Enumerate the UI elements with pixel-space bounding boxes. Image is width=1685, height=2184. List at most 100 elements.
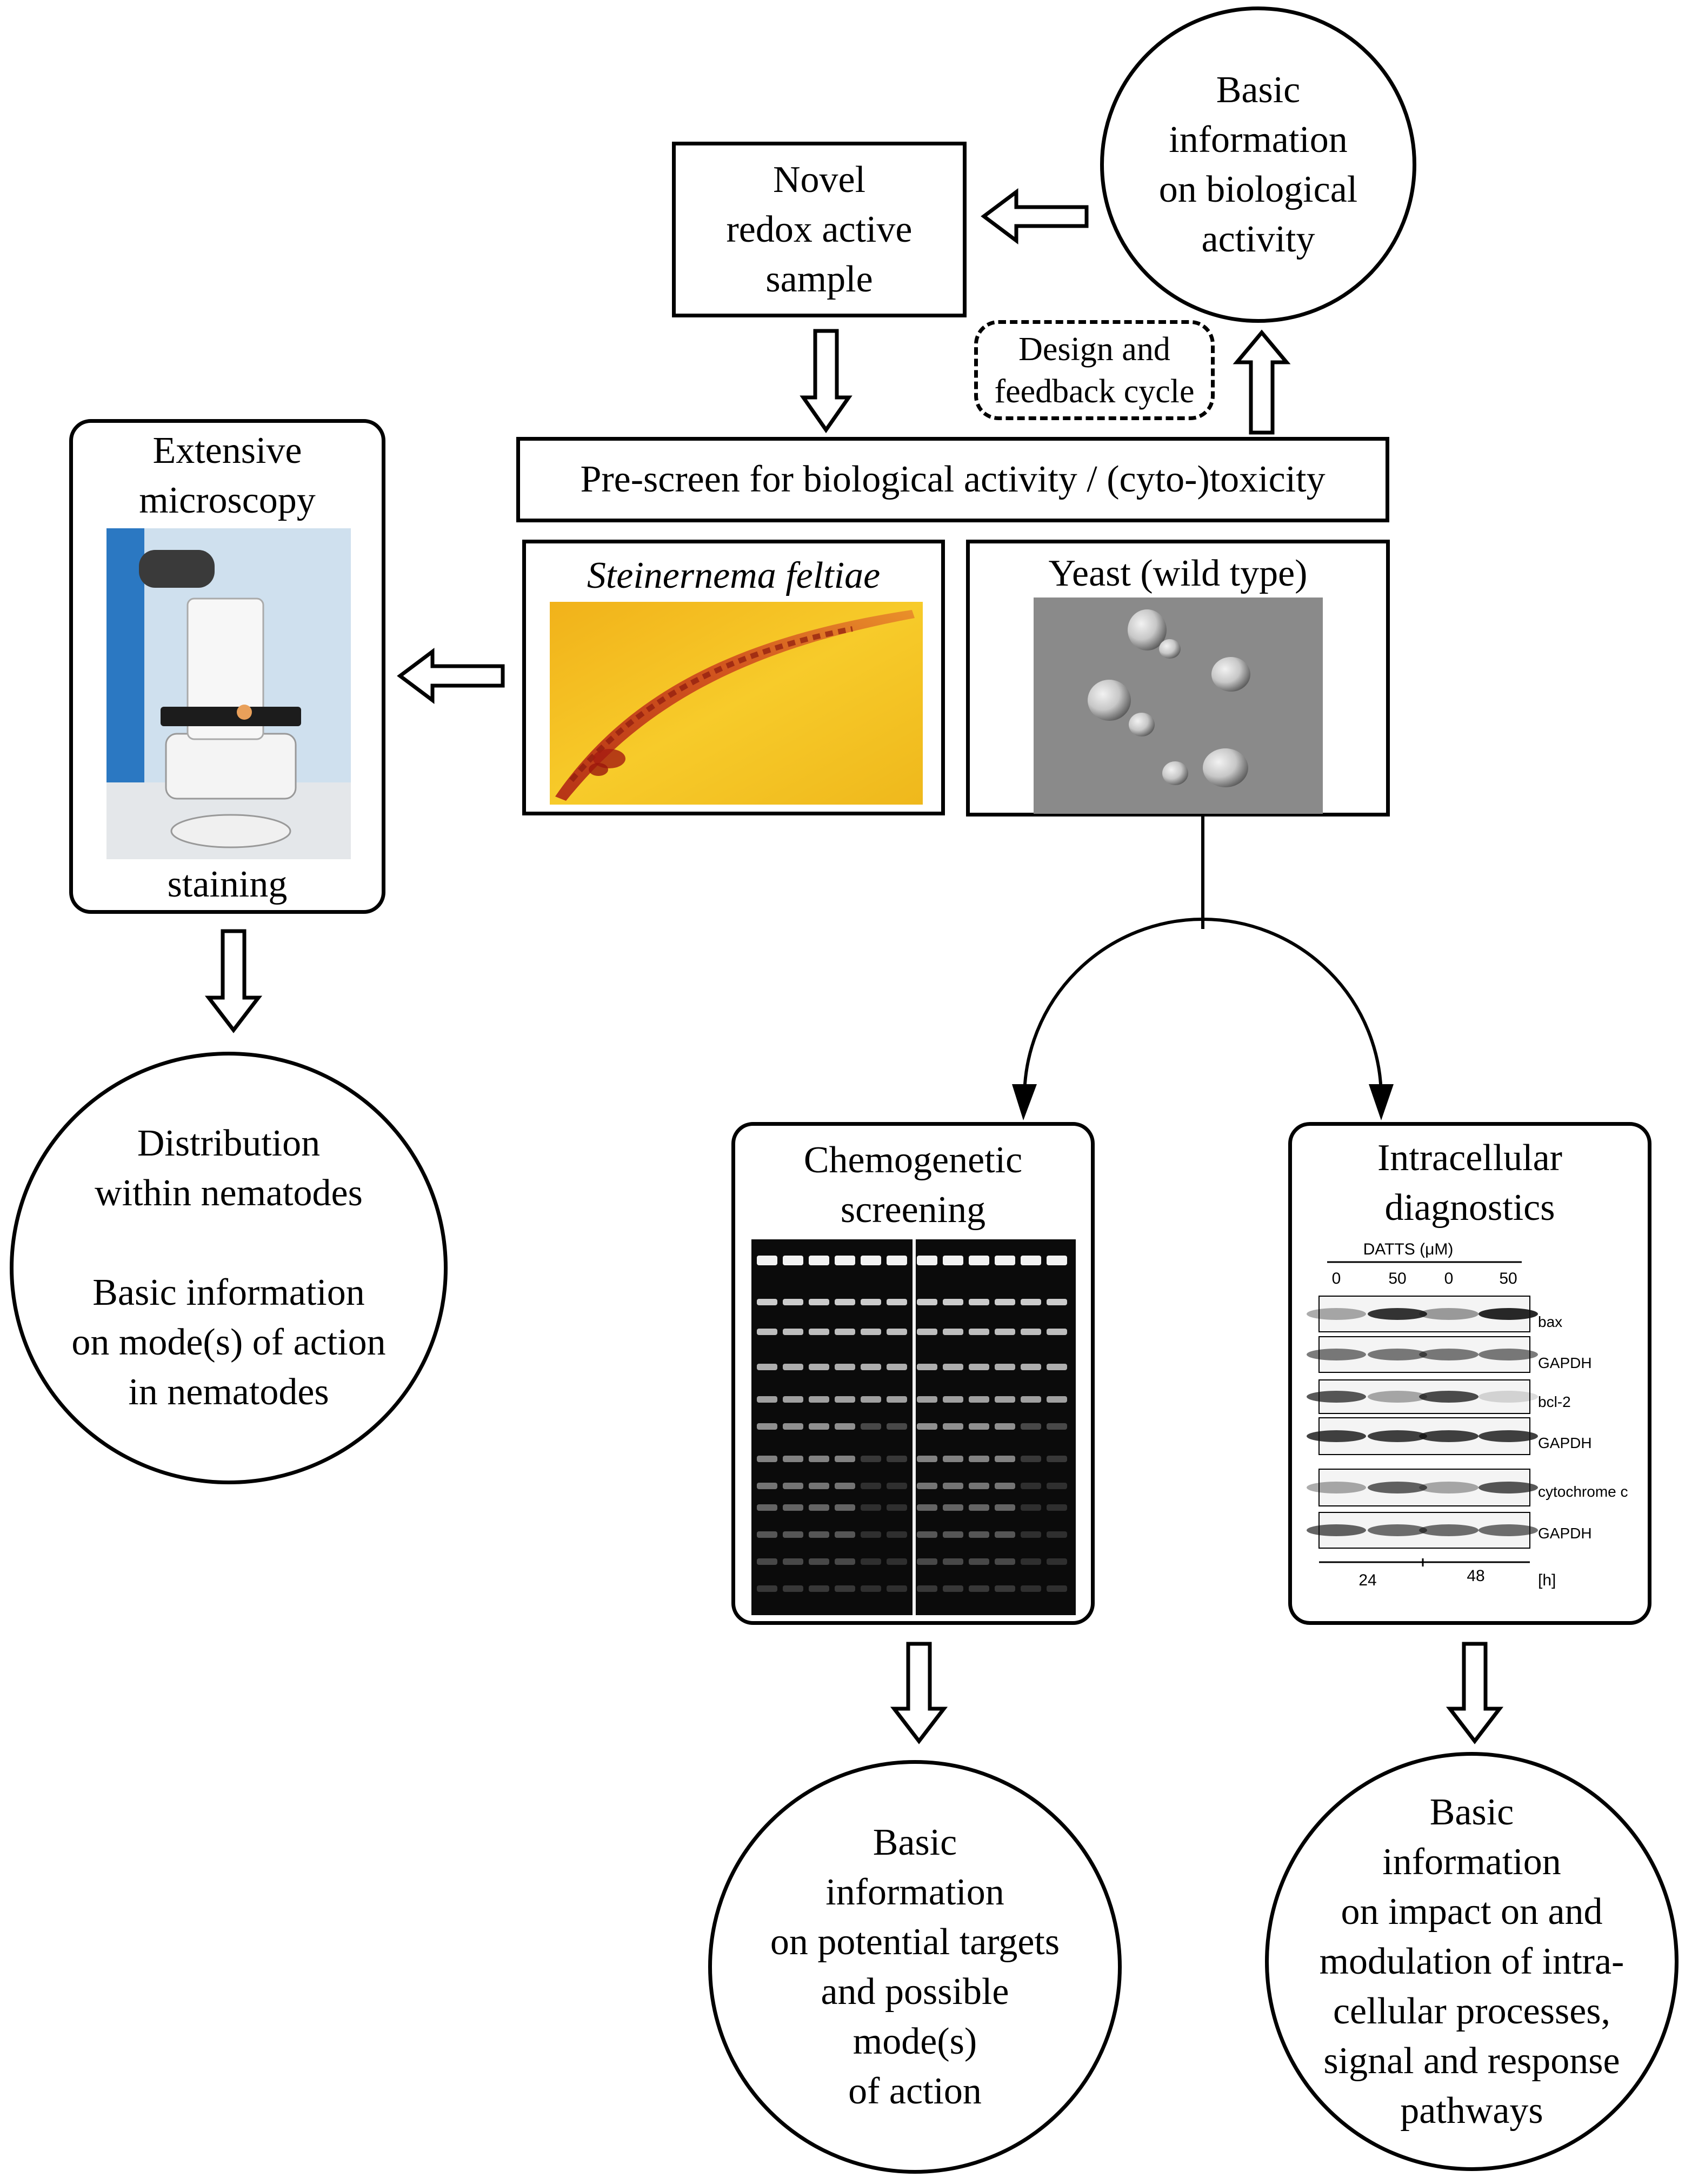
circle-line: and possible (821, 1970, 1009, 2013)
wb-band-label: GAPDH (1538, 1525, 1592, 1542)
wb-band (1478, 1349, 1538, 1360)
gel-band (861, 1531, 881, 1538)
basic-info-biological-activity-circle: Basic information on biological activity (1100, 6, 1416, 323)
gel-band (783, 1456, 803, 1462)
gel-band (809, 1585, 829, 1592)
gel-band (809, 1256, 829, 1265)
gel-band (887, 1256, 907, 1265)
gel-band (809, 1299, 829, 1305)
gel-band (995, 1483, 1015, 1489)
gel-band (835, 1256, 855, 1265)
gel-band (757, 1456, 777, 1462)
gel-band (835, 1329, 855, 1335)
chemogenetic-panel: Chemogenetic screening (731, 1122, 1095, 1625)
gel-band (783, 1558, 803, 1565)
wb-conc-label: 0 (1444, 1270, 1454, 1287)
panel-line: Extensive (152, 430, 302, 472)
gel-band (943, 1483, 963, 1489)
gel-band (809, 1423, 829, 1430)
wb-band (1478, 1391, 1538, 1403)
gel-band (835, 1396, 855, 1403)
gel-band (1021, 1585, 1041, 1592)
gel-band (1021, 1423, 1041, 1430)
circle-line: of action (848, 2070, 982, 2112)
gel-band (943, 1299, 963, 1305)
gel-band (809, 1456, 829, 1462)
gel-band (861, 1558, 881, 1565)
gel-band (835, 1423, 855, 1430)
circle-line: cellular processes, (1333, 1990, 1611, 2032)
intracellular-title: Intracellular diagnostics (1292, 1133, 1648, 1233)
gel-band (995, 1504, 1015, 1511)
gel-band (757, 1329, 777, 1335)
wb-band (1307, 1308, 1366, 1320)
wb-band (1368, 1430, 1427, 1442)
wb-band (1478, 1308, 1538, 1320)
gel-band (809, 1531, 829, 1538)
gel-band (783, 1531, 803, 1538)
wb-time-unit: [h] (1538, 1571, 1556, 1589)
gel-band (887, 1396, 907, 1403)
gel-band (887, 1364, 907, 1370)
gel-band (995, 1423, 1015, 1430)
gel-band (995, 1558, 1015, 1565)
yeast-title: Yeast (wild type) (1048, 553, 1308, 594)
novel-sample-box: Novel redox active sample (672, 142, 967, 317)
gel-band (861, 1396, 881, 1403)
gel-band (1047, 1558, 1067, 1565)
arrowhead-right (1369, 1084, 1394, 1120)
hollow-arrow-icon (800, 329, 853, 434)
gel-band (917, 1483, 937, 1489)
circle-line: Distribution (137, 1123, 321, 1164)
gel-band (969, 1504, 989, 1511)
box-line: Design and (1018, 330, 1170, 368)
gel-band (1047, 1329, 1067, 1335)
gel-band (809, 1329, 829, 1335)
gel-divider (913, 1239, 916, 1615)
gel-band (969, 1364, 989, 1370)
microscopy-panel: Extensive microscopy staining (69, 419, 385, 914)
gel-band (995, 1256, 1015, 1265)
gel-band (887, 1483, 907, 1489)
gel-band (861, 1456, 881, 1462)
gel-band (943, 1423, 963, 1430)
hollow-arrow-icon (397, 648, 505, 704)
panel-line: Intracellular (1377, 1137, 1562, 1179)
circle-line: information (1169, 118, 1348, 161)
gel-band (917, 1456, 937, 1462)
gel-band (1047, 1256, 1067, 1265)
gel-band (835, 1483, 855, 1489)
gel-band (943, 1396, 963, 1403)
circle-line: on impact on and (1341, 1890, 1603, 1933)
circle-line: Basic information (92, 1272, 365, 1313)
circle-line: Basic (873, 1821, 957, 1863)
branch-arc (1023, 918, 1383, 1098)
gel-band (969, 1456, 989, 1462)
gel-band (1021, 1299, 1041, 1305)
wb-band (1368, 1349, 1427, 1360)
gel-band (809, 1396, 829, 1403)
gel-band (887, 1456, 907, 1462)
wb-band (1478, 1524, 1538, 1536)
gel-band (969, 1585, 989, 1592)
wb-band (1419, 1349, 1478, 1360)
gel-band (809, 1364, 829, 1370)
box-line: redox active (726, 208, 913, 250)
prescreen-label: Pre-screen for biological activity / (cy… (580, 459, 1326, 500)
circle-line: modulation of intra- (1319, 1940, 1624, 1982)
gel-band (1021, 1558, 1041, 1565)
gel-band (757, 1256, 777, 1265)
design-feedback-cycle-box: Design and feedback cycle (974, 320, 1215, 420)
wb-band (1478, 1482, 1538, 1493)
wb-band (1368, 1482, 1427, 1493)
gel-band (835, 1504, 855, 1511)
hollow-arrow-icon (1233, 329, 1291, 435)
gel-band (861, 1329, 881, 1335)
box-line: feedback cycle (994, 373, 1195, 410)
wb-band (1419, 1430, 1478, 1442)
gel-band (969, 1329, 989, 1335)
gel-band (995, 1299, 1015, 1305)
gel-band (835, 1558, 855, 1565)
gel-band (835, 1299, 855, 1305)
circle-line: pathways (1400, 2089, 1543, 2132)
